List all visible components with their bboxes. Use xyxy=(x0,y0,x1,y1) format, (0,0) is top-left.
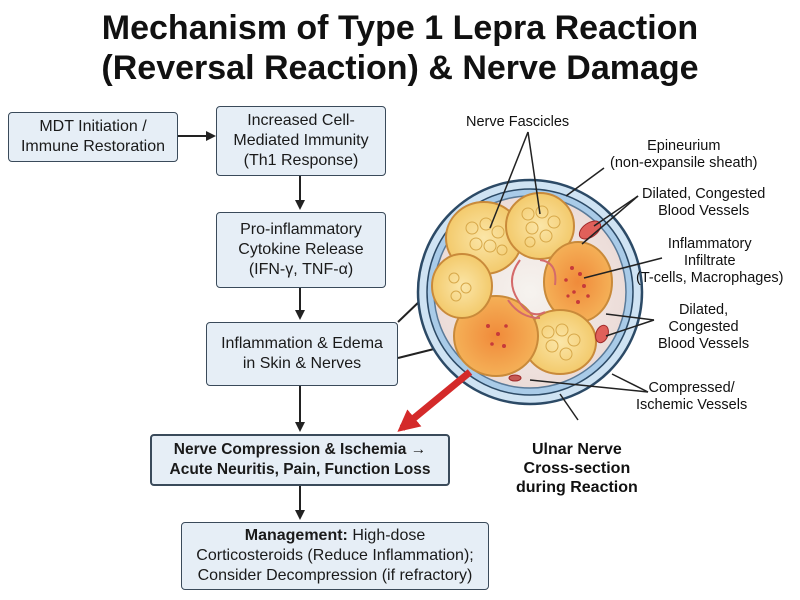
box6-line3: Consider Decompression (if refractory) xyxy=(197,567,473,584)
label-dilated-vessels-right-line3: Blood Vessels xyxy=(658,336,750,352)
axon-texture xyxy=(448,205,581,361)
label-infiltrate-line3: (T-cells, Macrophages) xyxy=(636,270,784,286)
label-compressed-vessels: Compressed/ Ischemic Vessels xyxy=(636,380,747,414)
box3-line3: (IFN-γ, TNF-α) xyxy=(248,261,354,278)
box-inflammation-edema: Inflammation & Edema in Skin & Nerves xyxy=(206,322,398,386)
box3-line1: Pro-inflammatory xyxy=(240,221,362,238)
label-leaders xyxy=(489,131,663,421)
fascicle-left xyxy=(431,253,493,319)
management-title: Management: xyxy=(244,527,348,544)
box6-line2: Corticosteroids (Reduce Inflammation); xyxy=(196,547,474,564)
label-compressed-vessels-line1: Compressed/ xyxy=(648,380,735,396)
title-line-2: (Reversal Reaction) & Nerve Damage xyxy=(101,49,699,87)
label-dilated-vessels-top-line2: Blood Vessels xyxy=(658,203,750,219)
compression-highlight-arrow xyxy=(397,369,473,432)
label-compressed-vessels-line2: Ischemic Vessels xyxy=(636,397,748,413)
inflammatory-infiltrate-dots xyxy=(486,266,590,348)
fascicles xyxy=(431,192,613,377)
vessel-septa xyxy=(507,259,557,319)
fascicle-top xyxy=(505,192,575,260)
box4-line2: in Skin & Nerves xyxy=(242,355,362,372)
box-increased-cmi: Increased Cell- Mediated Immunity (Th1 R… xyxy=(216,106,386,176)
box6-line1: Management: High-dose xyxy=(245,526,426,546)
box1-line2: Immune Restoration xyxy=(20,138,166,155)
label-inflammatory-infiltrate: Inflammatory Infiltrate (T-cells, Macrop… xyxy=(636,236,783,287)
box2-line2: Mediated Immunity xyxy=(233,132,369,149)
box5-line1: Nerve Compression & Ischemia → xyxy=(173,441,427,458)
caption-line1: Ulnar Nerve xyxy=(531,441,622,458)
compressed-vessel-bottom xyxy=(508,374,522,382)
box-mdt-initiation: MDT Initiation / Immune Restoration xyxy=(8,112,178,162)
label-dilated-vessels-right: Dilated, Congested Blood Vessels xyxy=(658,302,749,353)
caption-line3: during Reaction xyxy=(516,479,638,496)
caption-ulnar-nerve: Ulnar Nerve Cross-section during Reactio… xyxy=(516,440,638,497)
label-epineurium-line2: (non-expansile sheath) xyxy=(610,155,758,171)
box5-line2: Acute Neuritis, Pain, Function Loss xyxy=(169,461,431,478)
title-line-1: Mechanism of Type 1 Lepra Reaction xyxy=(101,9,699,47)
box3-line2: Cytokine Release xyxy=(238,241,364,258)
label-dilated-vessels-top-line1: Dilated, Congested xyxy=(642,186,766,202)
label-nerve-fascicles: Nerve Fascicles xyxy=(466,114,569,131)
ulnar-nerve-cross-section xyxy=(416,178,644,406)
box2-line3: (Th1 Response) xyxy=(243,152,359,169)
label-epineurium-line1: Epineurium xyxy=(647,138,721,154)
box4-line1: Inflammation & Edema xyxy=(221,335,383,352)
box1-line1: MDT Initiation / xyxy=(39,118,147,135)
label-infiltrate-line1: Inflammatory xyxy=(667,236,752,252)
box-cytokine-release: Pro-inflammatory Cytokine Release (IFN-γ… xyxy=(216,212,386,288)
box-nerve-compression: Nerve Compression & Ischemia → Acute Neu… xyxy=(150,434,450,486)
management-line1-rest: High-dose xyxy=(347,527,426,544)
diagram-title: Mechanism of Type 1 Lepra Reaction (Reve… xyxy=(0,8,800,88)
box2-line1: Increased Cell- xyxy=(247,112,355,129)
label-epineurium: Epineurium (non-expansile sheath) xyxy=(610,138,758,172)
label-dilated-vessels-right-line1: Dilated, xyxy=(678,302,729,318)
label-infiltrate-line2: Infiltrate xyxy=(683,253,736,269)
label-nerve-fascicles-text: Nerve Fascicles xyxy=(466,114,570,130)
label-dilated-vessels-right-line2: Congested xyxy=(668,319,739,335)
box-management: Management: High-dose Corticosteroids (R… xyxy=(181,522,489,590)
caption-line2: Cross-section xyxy=(523,460,631,477)
label-dilated-vessels-top: Dilated, Congested Blood Vessels xyxy=(642,186,765,220)
